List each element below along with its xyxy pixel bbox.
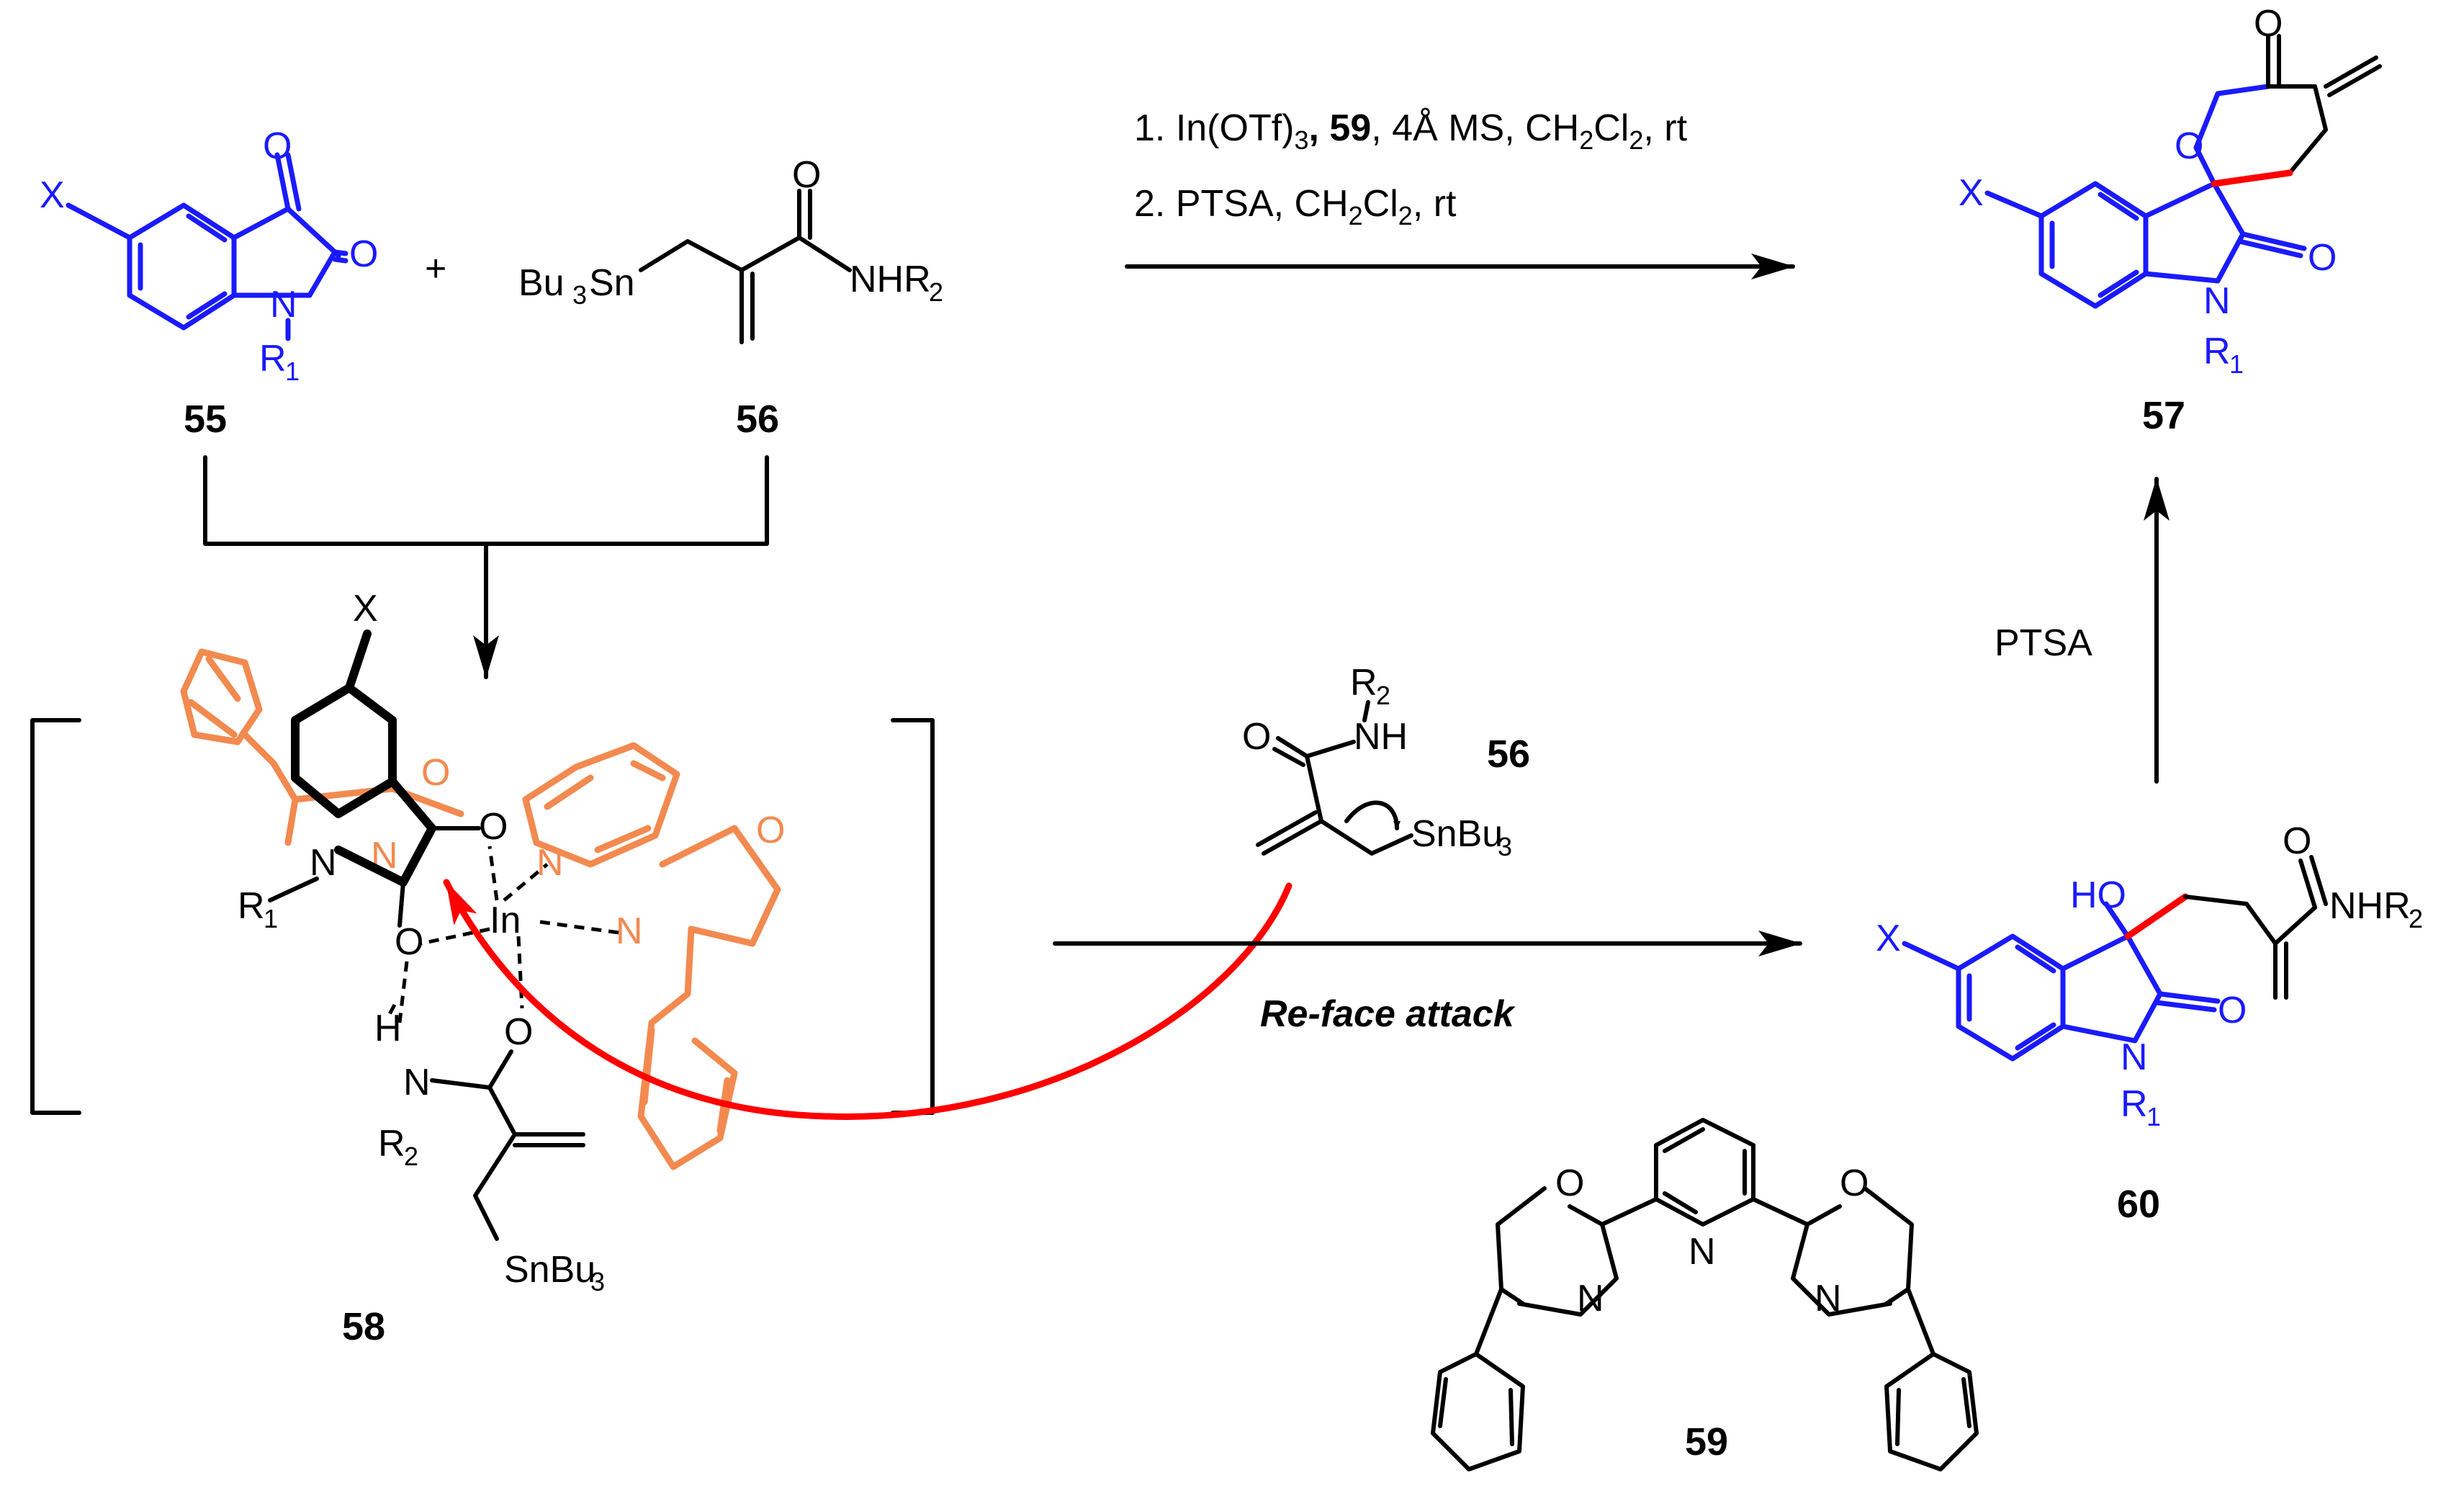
c60-nhr: NHR bbox=[2329, 885, 2411, 927]
c57-o2: O bbox=[2308, 237, 2337, 279]
c57-x: X bbox=[1959, 172, 1984, 214]
c60-o2: O bbox=[2218, 990, 2247, 1031]
c56-sn: Sn bbox=[589, 262, 635, 304]
compound-60: O NHR 2 HO X O N R 1 60 bbox=[1876, 820, 2423, 1226]
c55-r-sub: 1 bbox=[285, 357, 300, 386]
cond-step1: 1. In(OTf)3, 59, 4Å MS, CH2Cl2, rt bbox=[1134, 107, 1688, 155]
c59-n-pyr: N bbox=[1689, 1231, 1716, 1273]
c58-snbu: SnBu bbox=[504, 1249, 595, 1291]
label-60: 60 bbox=[2117, 1183, 2160, 1226]
c58-o-amide1: O bbox=[395, 921, 423, 963]
c60-n: N bbox=[2121, 1036, 2148, 1078]
c60-nhr-sub: 2 bbox=[2409, 904, 2423, 933]
c59-o1: O bbox=[1555, 1162, 1584, 1204]
label-56: 56 bbox=[736, 398, 779, 441]
c55-o1: O bbox=[263, 125, 292, 167]
compound-56: Bu 3 Sn O NHR 2 56 bbox=[518, 154, 943, 441]
compound-57: O O X O N R 1 57 bbox=[1959, 3, 2382, 437]
c56b-r2: R bbox=[1350, 662, 1377, 704]
c58-n-ox: N bbox=[616, 910, 643, 952]
c60-r: R bbox=[2121, 1083, 2148, 1125]
c58-r2: R bbox=[378, 1123, 405, 1165]
c57-n: N bbox=[2203, 280, 2231, 322]
c59-n2: N bbox=[1815, 1278, 1842, 1319]
c56b-snbu: SnBu bbox=[1411, 813, 1503, 855]
compound-58-ts: O N O N N X N R 1 O O In O H N R 2 SnBu … bbox=[30, 588, 935, 1348]
c58-in: In bbox=[490, 900, 521, 941]
c55-n: N bbox=[270, 284, 297, 326]
c58-x: X bbox=[353, 588, 378, 629]
c56-bu-sub: 3 bbox=[572, 280, 587, 310]
ptsa-label: PTSA bbox=[1995, 622, 2092, 664]
label-56b: 56 bbox=[1487, 732, 1530, 776]
c56b-nh: NH bbox=[1354, 716, 1408, 758]
c58-o-isatin: O bbox=[479, 806, 508, 848]
c58-n-amide: N bbox=[403, 1062, 431, 1103]
re-face-attack-curve bbox=[443, 879, 1292, 1120]
c58-r1: R bbox=[238, 885, 265, 927]
top-conditions: 1. In(OTf)3, 59, 4Å MS, CH2Cl2, rt 2. PT… bbox=[1125, 107, 1795, 279]
c57-o-carbonyl: O bbox=[2254, 3, 2283, 45]
c55-x: X bbox=[40, 174, 65, 216]
c58-o-ligand: O bbox=[421, 752, 450, 794]
c58-snbu-sub: 3 bbox=[590, 1267, 605, 1296]
label-58: 58 bbox=[342, 1305, 385, 1348]
compound-59: N O N O N 59 bbox=[1431, 1118, 1979, 1471]
c60-x: X bbox=[1876, 918, 1901, 959]
c58-r1-sub: 1 bbox=[264, 904, 278, 933]
c56b-o: O bbox=[1242, 716, 1271, 758]
c58-o-amide2: O bbox=[504, 1011, 533, 1053]
c55-r: R bbox=[259, 338, 287, 380]
compound-56-attacking: R 2 NH O SnBu 3 56 bbox=[1242, 662, 1530, 861]
c58-h: H bbox=[374, 1008, 402, 1049]
c57-o-ring: O bbox=[2175, 125, 2203, 167]
c59-n1: N bbox=[1577, 1278, 1604, 1319]
c57-r-sub: 1 bbox=[2229, 349, 2244, 379]
merge-connector bbox=[203, 455, 769, 679]
c56-nhr: NHR bbox=[850, 259, 931, 300]
plus-sign: + bbox=[425, 248, 446, 290]
c56-nhr-sub: 2 bbox=[929, 277, 943, 307]
label-55: 55 bbox=[184, 398, 227, 441]
c58-o-ox: O bbox=[756, 810, 785, 851]
c60-ho: HO bbox=[2070, 874, 2126, 916]
c55-o2: O bbox=[349, 233, 378, 275]
label-57: 57 bbox=[2142, 394, 2185, 437]
c58-r2-sub: 2 bbox=[404, 1142, 418, 1171]
c60-o-amide: O bbox=[2283, 820, 2311, 862]
compound-55: X O O N R 1 55 bbox=[40, 125, 378, 441]
c56b-r2-sub: 2 bbox=[1376, 681, 1390, 710]
re-face-attack-label: Re-face attack bbox=[1260, 993, 1516, 1035]
c59-o2: O bbox=[1840, 1162, 1869, 1204]
c56-o: O bbox=[792, 154, 821, 196]
label-59: 59 bbox=[1685, 1420, 1728, 1464]
cond-step2: 2. PTSA, CH2Cl2, rt bbox=[1134, 183, 1457, 230]
c60-r-sub: 1 bbox=[2146, 1102, 2161, 1131]
c58-n-isatin: N bbox=[310, 842, 337, 884]
c56b-snbu-sub: 3 bbox=[1498, 832, 1512, 861]
c58-n-pyr: N bbox=[536, 842, 564, 884]
c57-r: R bbox=[2203, 331, 2231, 372]
c56-bu: Bu bbox=[518, 262, 565, 304]
